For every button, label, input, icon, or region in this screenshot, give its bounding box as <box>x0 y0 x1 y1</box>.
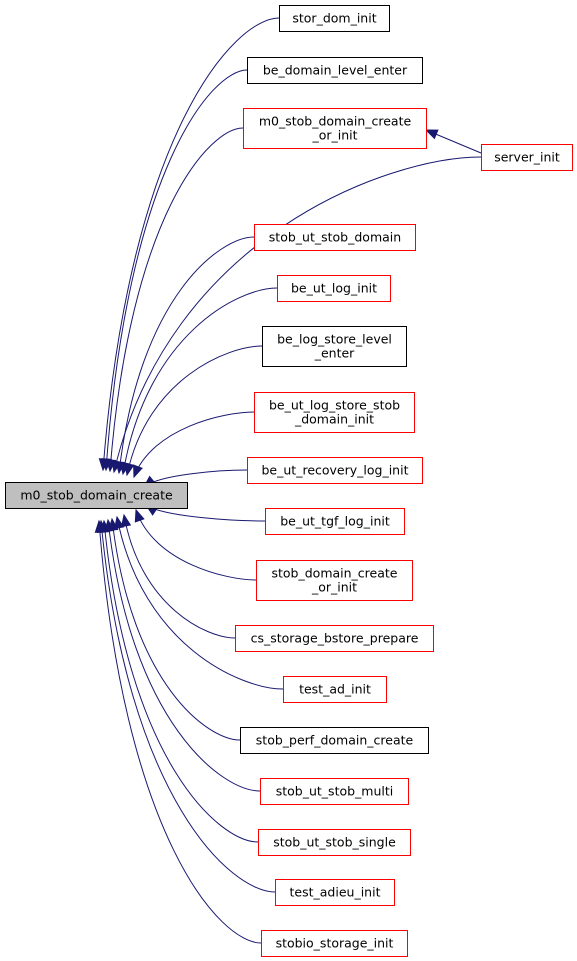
node-box <box>279 5 390 32</box>
node-label: be_domain_level_enter <box>263 63 408 78</box>
node-box <box>283 676 387 703</box>
edge-n14-to-root <box>107 519 261 792</box>
edge-n3-to-root <box>109 127 244 472</box>
node-box <box>254 224 416 251</box>
node-label: m0_stob_domain_create <box>20 488 173 503</box>
edge-n11-to-root-arrow <box>120 513 132 528</box>
node-box <box>235 625 434 652</box>
node-label: _enter <box>314 346 355 361</box>
node-label: stob_ut_stob_domain <box>269 230 401 245</box>
node-label: _or_init <box>311 128 357 143</box>
node-box <box>258 829 411 856</box>
node-stob-domain-create-or-init[interactable]: stob_domain_create_or_init <box>256 560 413 601</box>
edge-n13-to-root <box>111 518 241 741</box>
edge-n12-to-root-arrow <box>114 515 125 530</box>
node-test-adieu-init[interactable]: test_adieu_init <box>275 879 395 906</box>
edge-n6-to-root <box>126 345 263 476</box>
node-box <box>262 326 407 367</box>
node-test-ad-init[interactable]: test_ad_init <box>283 676 387 703</box>
node-box <box>247 57 423 84</box>
node-label: stob_perf_domain_create <box>256 733 414 748</box>
nodes-layer: m0_stob_domain_create stor_dom_init be_dom… <box>5 5 573 957</box>
edge-n15-to-root <box>103 520 259 843</box>
node-be-ut-tgf-log-init[interactable]: be_ut_tgf_log_init <box>265 508 405 535</box>
node-label: be_ut_log_init <box>291 281 377 296</box>
edge-n7-to-root <box>133 411 255 478</box>
node-label: stob_domain_create <box>272 566 398 581</box>
edge-n17-to-root <box>98 520 262 944</box>
node-m0-stob-domain-create-or-init[interactable]: m0_stob_domain_create_or_init <box>243 108 427 149</box>
edge-n10-to-root-arrow <box>134 508 145 523</box>
node-stob-ut-stob-domain[interactable]: stob_ut_stob_domain <box>254 224 416 251</box>
node-label: server_init <box>494 150 560 165</box>
node-label: _domain_init <box>294 412 374 427</box>
edge-n18-to-n3-arrow <box>424 129 439 140</box>
node-stor-dom-init[interactable]: stor_dom_init <box>279 5 390 32</box>
node-box <box>254 392 415 433</box>
node-stob-perf-domain-create[interactable]: stob_perf_domain_create <box>240 727 429 754</box>
edge-n17-to-root-arrow <box>94 519 106 533</box>
node-label: test_adieu_init <box>290 885 381 900</box>
edge-n1-to-root <box>102 17 280 471</box>
node-box <box>260 778 409 805</box>
edge-n7-to-root-arrow <box>133 464 143 479</box>
edge-n10-to-root <box>135 509 257 581</box>
edge-n4-to-root <box>118 236 255 474</box>
node-label: be_log_store_level <box>277 332 392 347</box>
node-label: be_ut_log_store_stob <box>269 398 400 413</box>
node-label: _or_init <box>311 580 357 595</box>
node-label: stobio_storage_init <box>276 936 394 951</box>
node-box <box>481 144 573 171</box>
node-stobio-storage-init[interactable]: stobio_storage_init <box>261 930 408 957</box>
node-cs-storage-bstore-prepare[interactable]: cs_storage_bstore_prepare <box>235 625 434 652</box>
edge-n5-to-root <box>122 287 278 475</box>
node-box <box>277 275 391 302</box>
edge-n16-to-root <box>100 520 276 893</box>
node-be-ut-log-init[interactable]: be_ut_log_init <box>277 275 391 302</box>
node-stob-ut-stob-multi[interactable]: stob_ut_stob_multi <box>260 778 409 805</box>
node-box <box>261 930 408 957</box>
node-box <box>265 508 405 535</box>
node-root-m0-stob-domain-create[interactable]: m0_stob_domain_create <box>5 482 188 509</box>
edge-n12-to-root <box>116 516 284 690</box>
node-server-init[interactable]: server_init <box>481 144 573 171</box>
edge-n6-to-root-arrow <box>124 462 135 477</box>
node-be-log-store-level-enter[interactable]: be_log_store_level_enter <box>262 326 407 367</box>
node-box <box>240 727 429 754</box>
edge-n11-to-root <box>123 514 236 639</box>
node-label: test_ad_init <box>299 682 371 697</box>
edge-n2-to-root <box>105 69 248 471</box>
node-be-domain-level-enter[interactable]: be_domain_level_enter <box>247 57 423 84</box>
node-box <box>256 560 413 601</box>
node-box <box>275 879 395 906</box>
node-label: stor_dom_init <box>292 11 376 26</box>
node-label: be_ut_tgf_log_init <box>280 514 390 529</box>
node-label: cs_storage_bstore_prepare <box>251 631 419 646</box>
node-box <box>243 108 427 149</box>
node-box <box>247 457 423 484</box>
node-label: stob_ut_stob_multi <box>276 784 394 799</box>
node-be-ut-log-store-stob-domain-init[interactable]: be_ut_log_store_stob_domain_init <box>254 392 415 433</box>
node-label: stob_ut_stob_single <box>273 835 396 850</box>
node-stob-ut-stob-single[interactable]: stob_ut_stob_single <box>258 829 411 856</box>
node-label: m0_stob_domain_create <box>259 114 412 129</box>
node-box <box>5 482 188 509</box>
node-label: be_ut_recovery_log_init <box>262 463 409 478</box>
node-be-ut-recovery-log-init[interactable]: be_ut_recovery_log_init <box>247 457 423 484</box>
